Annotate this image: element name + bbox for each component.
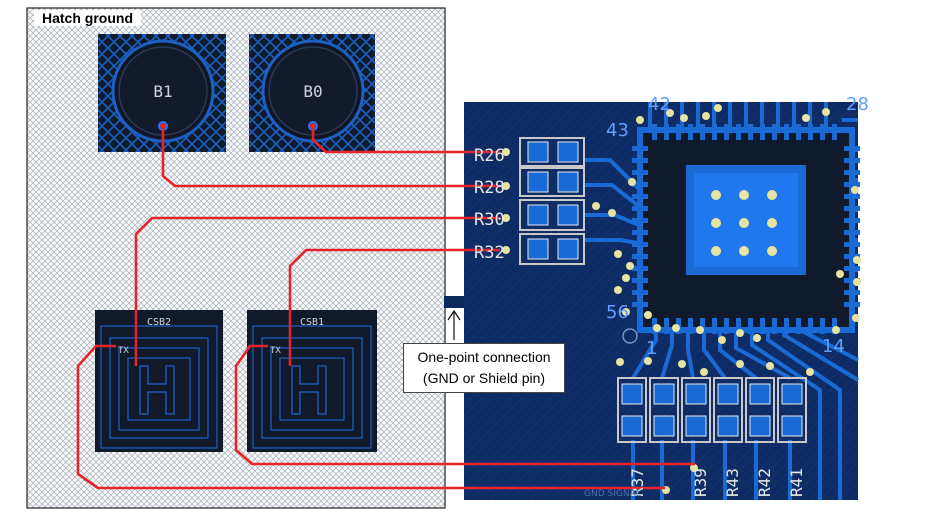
label-r32: R32 xyxy=(474,243,505,263)
label-pin-1: 1 xyxy=(646,338,657,359)
label-r43: R43 xyxy=(723,468,742,497)
label-pin-14: 14 xyxy=(822,336,845,357)
label-pin-42: 42 xyxy=(648,94,671,115)
label-r26: R26 xyxy=(474,146,505,166)
label-r42: R42 xyxy=(755,468,774,497)
callout-line-2: (GND or Shield pin) xyxy=(422,370,546,386)
trace-b1-r28 xyxy=(161,126,500,188)
via-r28 xyxy=(502,182,510,190)
label-r41: R41 xyxy=(787,468,806,497)
label-r37: R37 xyxy=(628,468,647,497)
label-b0: B0 xyxy=(303,82,322,101)
slider-csb1-pad xyxy=(247,310,377,452)
via-r30 xyxy=(502,214,510,222)
label-pin-56: 56 xyxy=(606,302,629,323)
label-csb2: CSB2 xyxy=(147,317,171,328)
routed-traces xyxy=(76,126,695,490)
label-r28: R28 xyxy=(474,178,505,198)
pin-b1 xyxy=(160,123,166,129)
trace-b0-r26 xyxy=(311,126,500,154)
label-r30: R30 xyxy=(474,210,505,230)
callout-line-1: One-point connection xyxy=(417,349,551,365)
label-tx-csb2: TX xyxy=(118,346,129,356)
via-r32 xyxy=(502,246,510,254)
label-b1: B1 xyxy=(153,82,172,101)
trace-csb1-tx xyxy=(234,344,695,466)
trace-csb2-tx xyxy=(76,344,665,490)
one-point-connection-marker xyxy=(444,296,464,340)
trace-csb1-r32 xyxy=(288,248,500,366)
pin-b0 xyxy=(310,123,316,129)
slider-csb2-pad xyxy=(95,310,223,452)
label-r39: R39 xyxy=(691,468,710,497)
label-pin-43: 43 xyxy=(606,120,629,141)
one-point-connection-callout: One-point connection (GND or Shield pin) xyxy=(403,343,565,393)
label-pin-28: 28 xyxy=(846,94,869,115)
trace-csb2-r30 xyxy=(134,216,500,366)
resistor-array-bottom xyxy=(617,377,807,443)
board-footer-label: GND SIGNAL xyxy=(584,489,641,499)
hatch-ground-label: Hatch ground xyxy=(34,10,141,26)
pcb-board xyxy=(464,102,861,500)
resistor-array-left xyxy=(519,137,585,265)
label-csb1: CSB1 xyxy=(300,317,324,328)
label-tx-csb1: TX xyxy=(270,346,281,356)
via-r26 xyxy=(502,148,510,156)
